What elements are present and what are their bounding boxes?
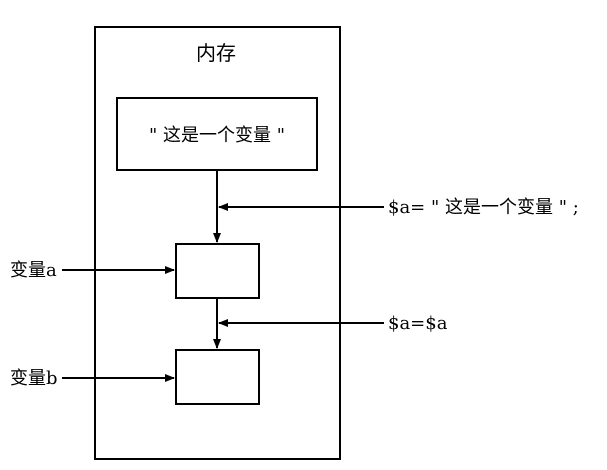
assign-string-label: $a= " 这是一个变量 " ;: [388, 197, 579, 218]
memory-frame: [94, 26, 341, 460]
memory-title: 内存: [196, 41, 236, 65]
variable-a-label: 变量a: [10, 260, 57, 281]
variable-b-box: [175, 349, 260, 405]
assign-var-label: $a=$a: [388, 313, 448, 334]
variable-a-box: [175, 243, 260, 299]
string-value-text: " 这是一个变量 ": [149, 125, 285, 146]
variable-b-label: 变量b: [10, 368, 58, 389]
